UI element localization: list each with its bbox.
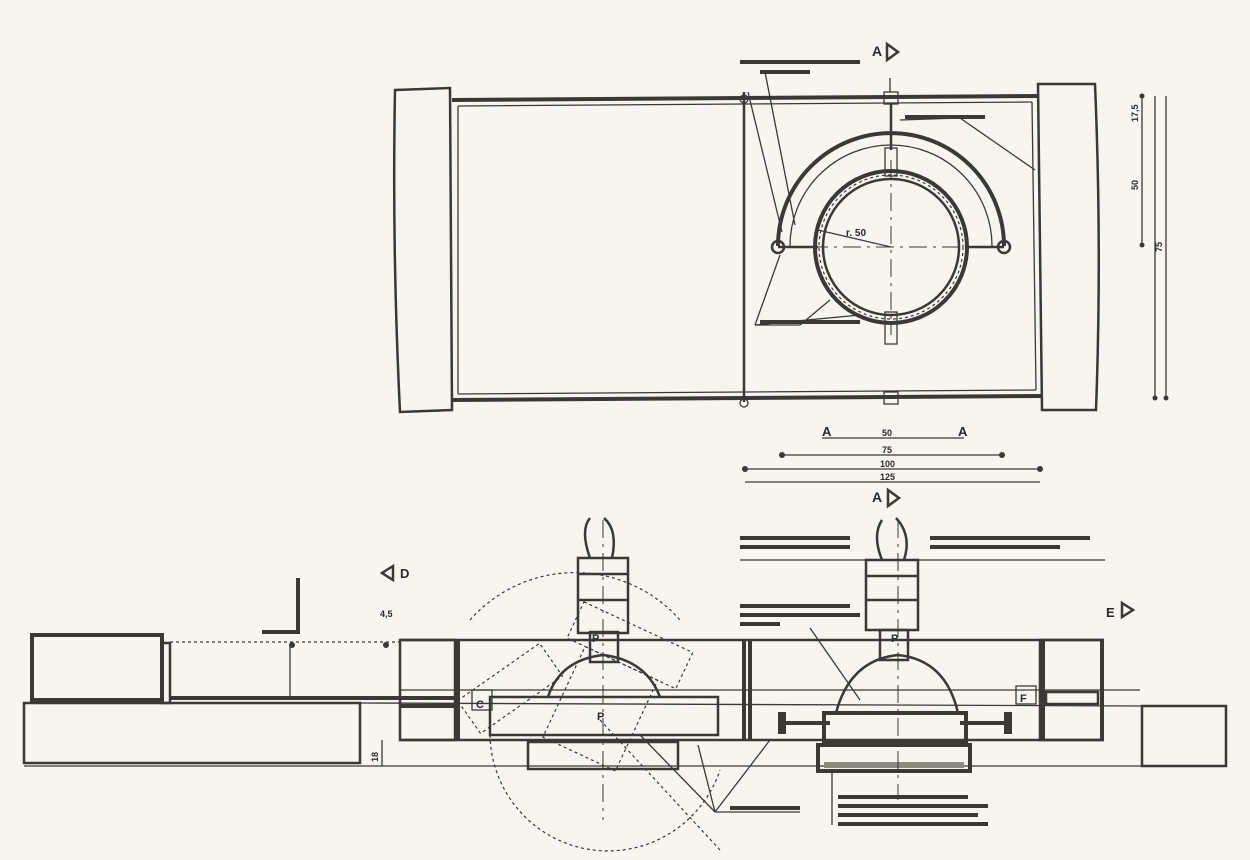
svg-text:P: P [592, 633, 599, 645]
left-housing [30, 633, 164, 702]
dim-4-5: 4,5 [380, 609, 393, 619]
svg-text:A: A [822, 424, 832, 439]
marker-c: C [476, 699, 484, 711]
right-lamp: P F [778, 517, 1037, 800]
marker-f: F [1020, 693, 1027, 705]
lamp-tray [816, 743, 972, 773]
dim-18: 18 [370, 752, 380, 762]
horizontal-dimensions: A A 50 75 100 125 A [742, 424, 1043, 509]
vdim-75: 75 [1154, 242, 1164, 252]
right-roller [1036, 82, 1101, 412]
dim-50: 50 [882, 428, 892, 438]
dim-100: 100 [880, 459, 895, 469]
left-roller [392, 86, 454, 414]
left-lamp: P P C [456, 517, 721, 852]
dim-125: 125 [880, 472, 895, 482]
dim-75: 75 [882, 445, 892, 455]
ground-right [1140, 704, 1228, 768]
lamp-base [822, 711, 968, 743]
section-marker-top: A [872, 43, 882, 59]
ground-left [22, 701, 362, 765]
marker-d: D [400, 566, 409, 581]
radius-label: r. 50 [846, 228, 866, 239]
plan-view: A r. 50 A A 50 75 100 125 A [392, 41, 1169, 509]
section-view: D 4,5 E [22, 517, 1228, 852]
bottom-rail [451, 394, 1043, 402]
svg-text:P: P [891, 633, 898, 645]
vertical-dimensions: 17,5 50 75 [1130, 93, 1169, 401]
vdim-50: 50 [1130, 180, 1140, 190]
marker-e: E [1106, 605, 1115, 620]
bottom-clamp [883, 391, 899, 405]
semicircle-arm [776, 131, 1006, 247]
section-marker-bottom: A [872, 489, 882, 505]
svg-text:P: P [597, 711, 604, 723]
vdim-17: 17,5 [1130, 104, 1140, 122]
svg-text:A: A [958, 424, 968, 439]
